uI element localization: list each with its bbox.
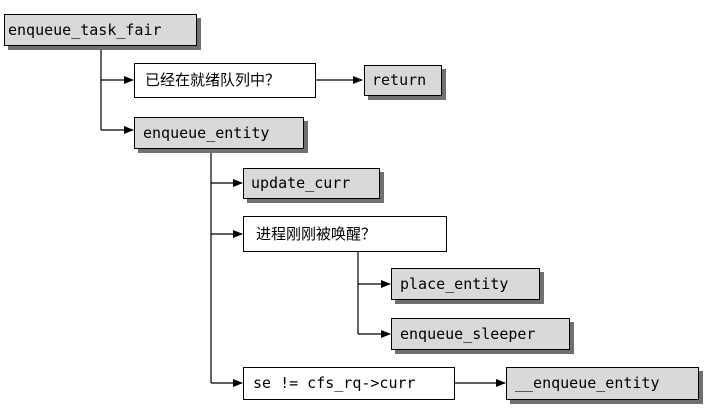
__enqueue-entity-node: __enqueue_entity: [506, 367, 699, 400]
return-node: return: [364, 65, 442, 96]
enqueue-entity-node: enqueue_entity: [134, 117, 304, 149]
return-label: return: [372, 71, 427, 89]
place-entity-label: place_entity: [400, 274, 509, 293]
enqueue-task-fair-node: enqueue_task_fair: [4, 14, 197, 46]
just-woken-check-label: 进程刚刚被唤醒？: [256, 224, 377, 243]
se-not-curr-check-node: se != cfs_rq->curr: [243, 367, 455, 400]
enqueue-sleeper-label: enqueue_sleeper: [400, 324, 536, 343]
se-not-curr-check-label: se != cfs_rq->curr: [253, 374, 416, 392]
already-queued-check-node: 已经在就绪队列中？: [134, 63, 316, 98]
already-queued-check-label: 已经在就绪队列中？: [145, 71, 281, 89]
enqueue-entity-label: enqueue_entity: [143, 123, 270, 142]
just-woken-check-node: 进程刚刚被唤醒？: [243, 216, 447, 252]
update-curr-label: update_curr: [251, 174, 351, 192]
enqueue-sleeper-node: enqueue_sleeper: [391, 318, 570, 350]
update-curr-node: update_curr: [243, 168, 380, 199]
enqueue-task-fair-label: enqueue_task_fair: [8, 20, 162, 39]
place-entity-node: place_entity: [391, 268, 540, 300]
__enqueue-entity-label: __enqueue_entity: [515, 374, 660, 392]
